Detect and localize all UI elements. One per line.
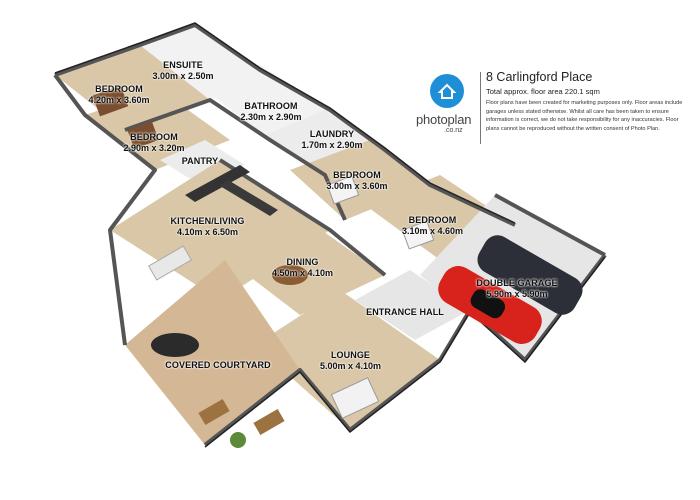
room-dimensions: 3.10m x 4.60m (401, 226, 464, 236)
room-label-covered-courtyard: COVERED COURTYARD (158, 360, 278, 371)
room-dimensions: 3.00m x 2.50m (152, 71, 214, 81)
kitchen-island (220, 180, 278, 216)
wall-north-wing (54, 23, 516, 227)
room-dimensions: 5.00m x 4.10m (319, 361, 382, 371)
room-name: DINING (286, 257, 319, 267)
room-label-laundry: LAUNDRY 1.70m x 2.90m (297, 129, 367, 151)
room-dimensions: 2.30m x 2.90m (240, 112, 302, 122)
header-divider (480, 72, 481, 144)
black-car-body (477, 235, 583, 315)
bed-5 (330, 377, 380, 419)
room-name: BATHROOM (244, 101, 298, 111)
courtyard-bench-2 (253, 408, 285, 436)
room-name: BEDROOM (408, 215, 457, 225)
dining-table (272, 265, 308, 285)
room-label-pantry: PANTRY (170, 156, 230, 167)
room-dimensions: 3.00m x 3.60m (326, 181, 388, 191)
wall-caps (54, 22, 606, 448)
courtyard-plant (230, 432, 246, 448)
room-dimensions: 4.10m x 6.50m (176, 227, 239, 237)
room-label-dining: DINING 4.50m x 4.10m (265, 257, 340, 279)
room-label-bedroom-2: BEDROOM 2.90m x 3.20m (119, 132, 189, 154)
room-label-bathroom: BATHROOM 2.30m x 2.90m (236, 101, 306, 123)
courtyard-floor (125, 260, 300, 445)
room-dimensions: 5.90m x 5.90m (486, 289, 548, 299)
room-name: DOUBLE GARAGE (476, 278, 558, 288)
room-name: LAUNDRY (309, 129, 355, 139)
room-label-bedroom-1: BEDROOM 4.20m x 3.60m (84, 84, 154, 106)
bed-2 (127, 121, 159, 149)
room-name: PANTRY (181, 156, 219, 166)
black-car (477, 235, 583, 315)
property-info: 8 Carlingford Place Total approx. floor … (486, 70, 686, 133)
walls (53, 23, 607, 447)
room-label-kitchen-living: KITCHEN/LIVING 4.10m x 6.50m (165, 216, 250, 238)
wall-west-wing (53, 73, 157, 346)
room-name: BEDROOM (130, 132, 178, 142)
room-label-entrance-hall: ENTRANCE HALL (360, 307, 450, 318)
room-dimensions: 4.50m x 4.10m (271, 268, 334, 278)
photoplan-logo: photoplan .co.nz (416, 74, 480, 144)
room-label-lounge: LOUNGE 5.00m x 4.10m (313, 350, 388, 372)
house-glyph (437, 83, 457, 99)
wall-cap-south (204, 256, 606, 448)
bed-4 (401, 220, 435, 250)
room-name: COVERED COURTYARD (165, 360, 271, 370)
room-dimensions: 1.70m x 2.90m (301, 140, 363, 150)
bed-3 (326, 175, 360, 205)
wall-garage (494, 193, 606, 257)
wall-internal-2 (218, 158, 387, 277)
room-name: ENSUITE (163, 60, 203, 70)
courtyard-table (151, 333, 199, 357)
room-name: BEDROOM (333, 170, 381, 180)
logo-domain: .co.nz (444, 127, 463, 134)
room-label-bedroom-3: BEDROOM 3.00m x 3.60m (322, 170, 392, 192)
courtyard-bench-1 (198, 398, 230, 426)
room-name: LOUNGE (330, 350, 371, 360)
room-name: KITCHEN/LIVING (170, 216, 245, 226)
floor-area: Total approx. floor area 220.1 sqm (486, 87, 600, 96)
disclaimer: Floor plans have been created for market… (486, 100, 683, 132)
red-car-roof (470, 289, 506, 319)
room-name: ENTRANCE HALL (366, 307, 444, 317)
room-label-ensuite: ENSUITE 3.00m x 2.50m (148, 60, 218, 82)
property-address: 8 Carlingford Place (486, 70, 593, 84)
dining-floor (215, 215, 385, 315)
kitchen-bench (185, 165, 250, 202)
house-icon (430, 74, 464, 108)
wall-south (203, 253, 607, 447)
room-label-bedroom-4: BEDROOM 3.10m x 4.60m (395, 215, 470, 237)
logo-wordmark: photoplan (416, 112, 472, 127)
room-name: BEDROOM (95, 84, 143, 94)
entrance-hall-floor (355, 270, 470, 340)
room-label-double-garage: DOUBLE GARAGE 5.90m x 5.90m (472, 278, 562, 300)
red-car (438, 266, 542, 344)
bed-1 (92, 85, 129, 117)
room-dimensions: 4.20m x 3.60m (88, 95, 150, 105)
wall-cap-north (54, 22, 516, 224)
room-dimensions: 2.90m x 3.20m (123, 143, 185, 153)
living-sofa (147, 245, 193, 281)
